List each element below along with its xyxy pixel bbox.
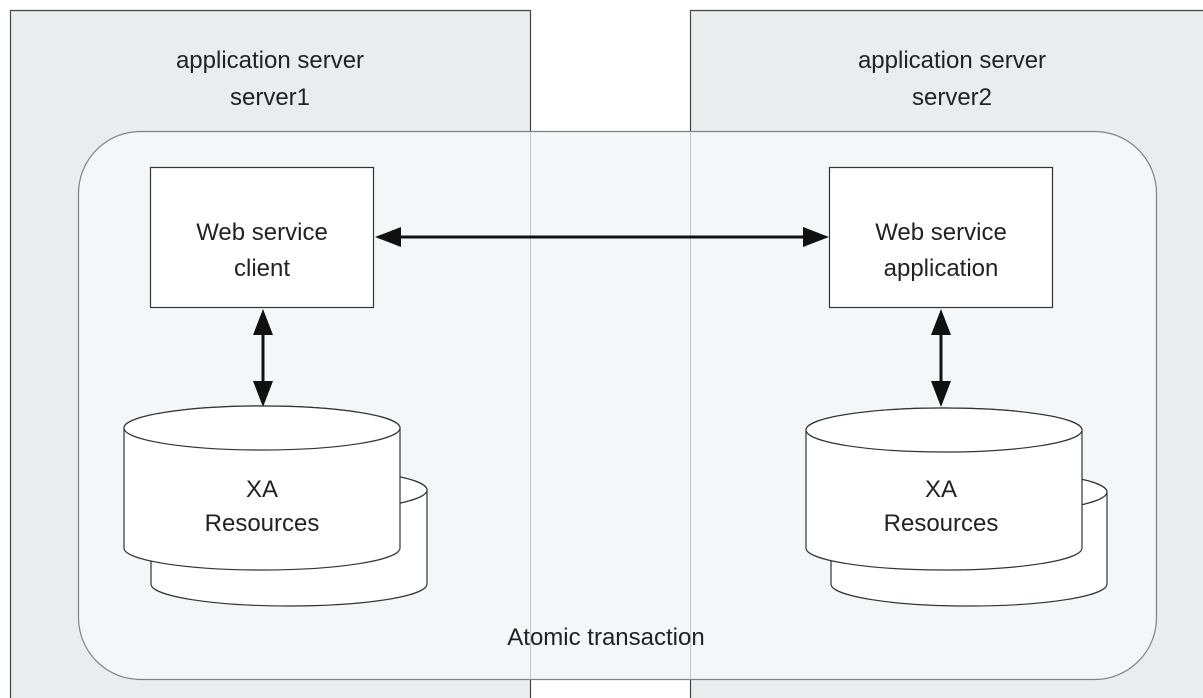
web-service-client-line2: client xyxy=(234,255,290,282)
xa-resources-left: XA Resources xyxy=(123,405,428,607)
xa-resources-right-line2: Resources xyxy=(884,510,999,537)
arrowhead-up xyxy=(253,309,273,335)
xa-resources-right-line1: XA xyxy=(925,476,957,503)
application-resources-arrow xyxy=(931,309,951,407)
client-resources-arrow xyxy=(253,309,273,407)
database-front-top xyxy=(805,407,1083,453)
arrowhead-left xyxy=(375,227,401,247)
arrowhead-up xyxy=(931,309,951,335)
arrowhead-down xyxy=(253,381,273,407)
xa-resources-right: XA Resources xyxy=(805,407,1108,607)
client-application-arrow xyxy=(375,227,829,247)
web-service-application-line2: application xyxy=(884,255,999,282)
web-service-client-line1: Web service xyxy=(196,219,328,246)
server2-name: server2 xyxy=(912,84,992,111)
server1-name: server1 xyxy=(230,84,310,111)
server1-title: application server xyxy=(176,47,364,74)
server2-title: application server xyxy=(858,47,1046,74)
web-service-client-box: Web service client xyxy=(149,166,375,309)
web-service-application-box: Web service application xyxy=(828,166,1054,309)
arrowhead-right xyxy=(803,227,829,247)
web-service-application-rect xyxy=(828,166,1054,309)
web-service-client-rect xyxy=(149,166,375,309)
web-service-application-line1: Web service xyxy=(875,219,1007,246)
database-front-top xyxy=(123,405,401,451)
arrowhead-down xyxy=(931,381,951,407)
xa-resources-left-line2: Resources xyxy=(205,510,320,537)
xa-resources-left-line1: XA xyxy=(246,476,278,503)
atomic-transaction-label: Atomic transaction xyxy=(507,624,704,651)
